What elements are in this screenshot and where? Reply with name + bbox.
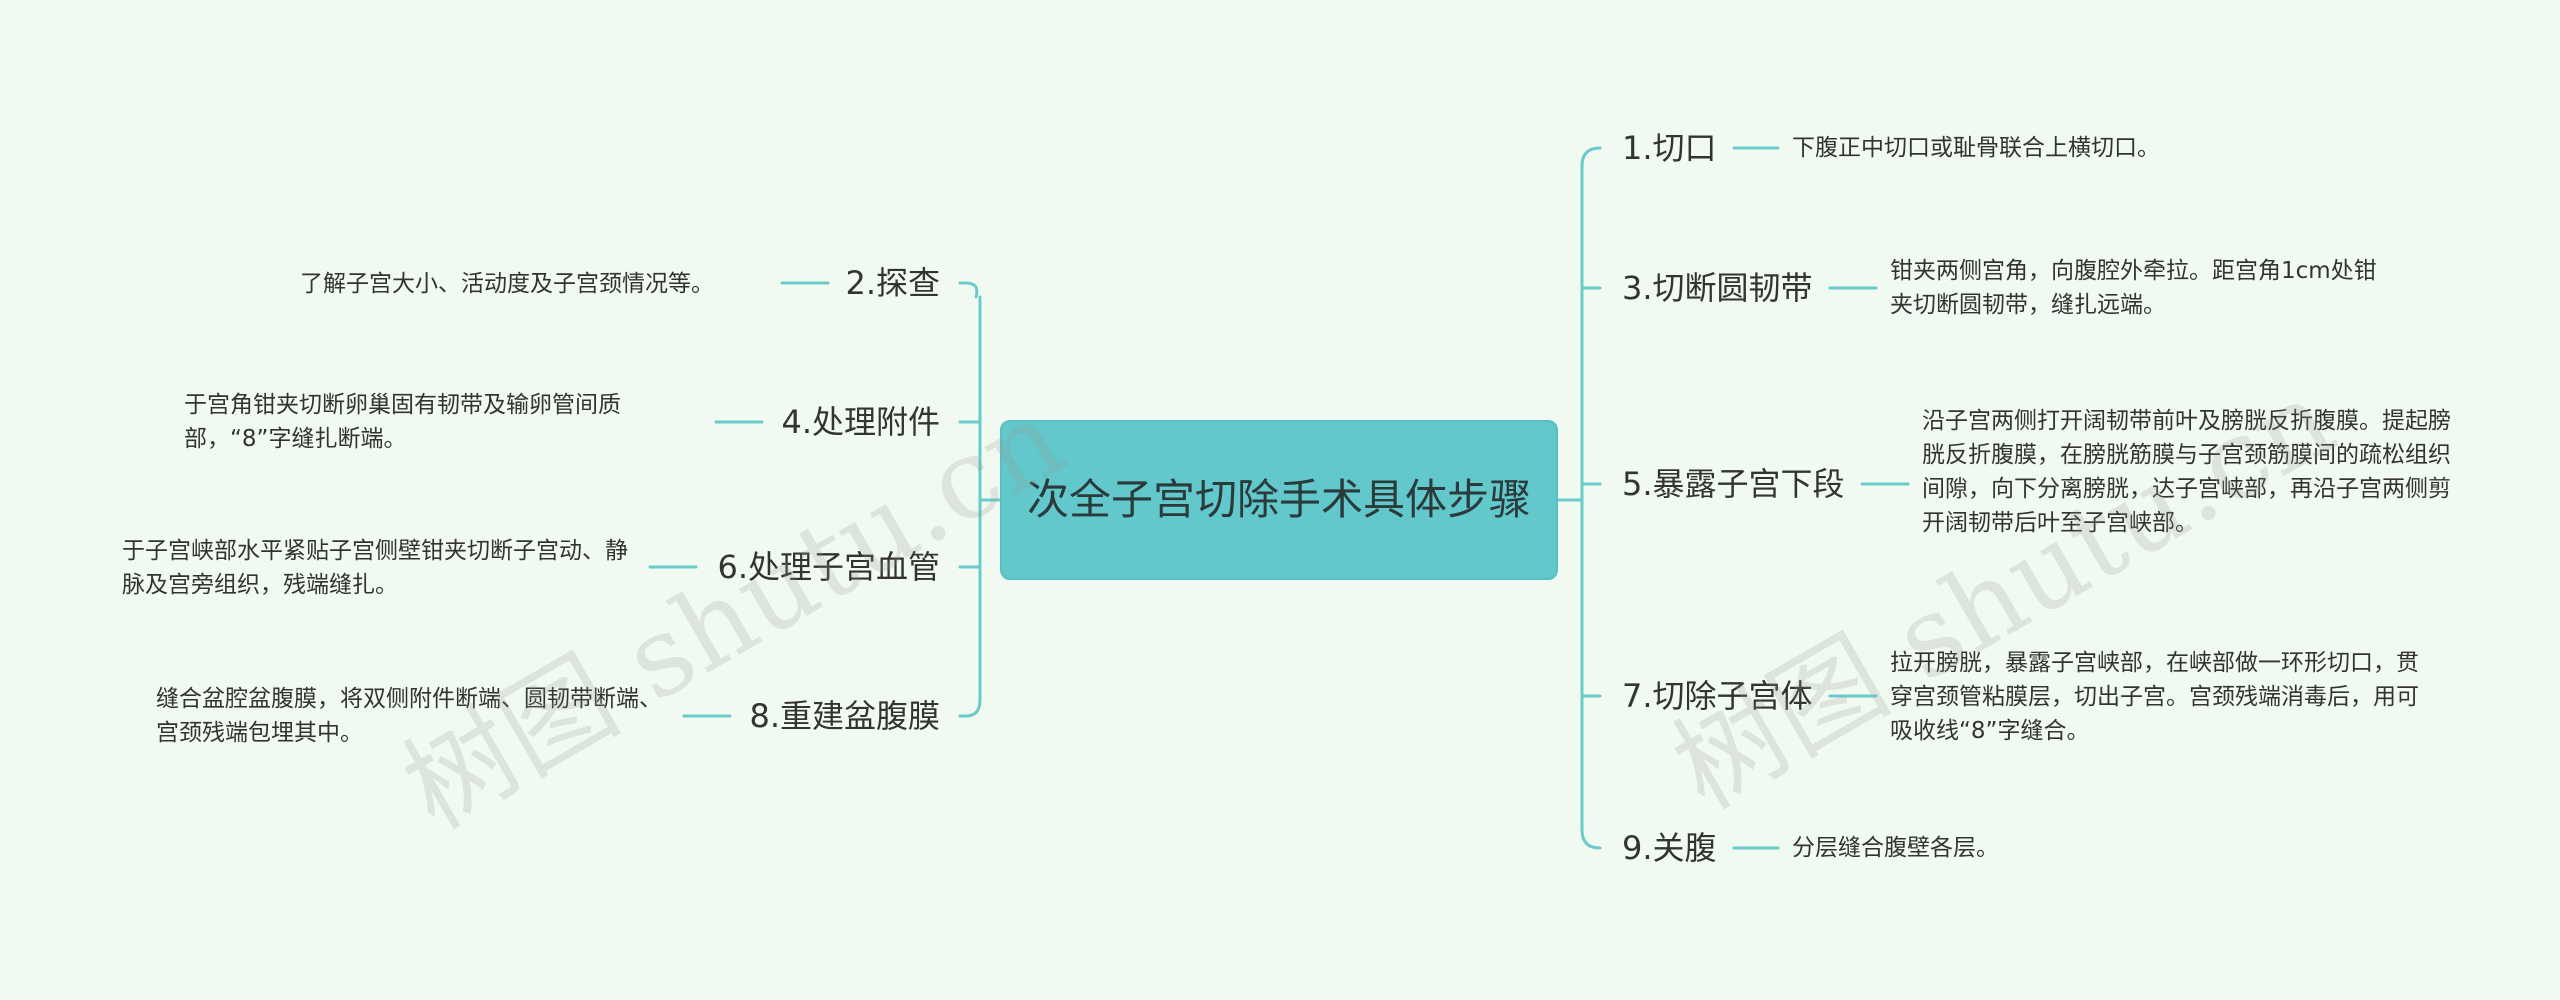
leaf-9-closure: 分层缝合腹壁各层。 — [1792, 831, 2352, 865]
leaf-5-lower-segment: 沿子宫两侧打开阔韧带前叶及膀胱反折腹膜。提起膀胱反折腹膜，在膀胱筋膜与子宫颈筋膜… — [1922, 404, 2452, 540]
branch-7-uterine-body[interactable]: 7.切除子宫体 — [1622, 676, 1813, 716]
central-topic-title: 次全子宫切除手术具体步骤 — [1026, 475, 1531, 524]
branch-5-lower-segment[interactable]: 5.暴露子宫下段 — [1622, 464, 1845, 504]
leaf-text: 分层缝合腹壁各层。 — [1792, 835, 1999, 861]
leaf-text: 拉开膀胱，暴露子宫峡部，在峡部做一环形切口，贯穿宫颈管粘膜层，切出子宫。宫颈残端… — [1890, 650, 2419, 744]
leaf-text: 缝合盆腔盆腹膜，将双侧附件断端、圆韧带断端、宫颈残端包埋其中。 — [156, 686, 662, 746]
leaf-text: 钳夹两侧宫角，向腹腔外牵拉。距宫角1cm处钳夹切断圆韧带，缝扎远端。 — [1890, 258, 2377, 318]
left-trunk-vertical — [958, 281, 982, 718]
leaf-8-peritoneum: 缝合盆腔盆腹膜，将双侧附件断端、圆韧带断端、宫颈残端包埋其中。 — [156, 682, 678, 750]
leaf-text: 沿子宫两侧打开阔韧带前叶及膀胱反折腹膜。提起膀胱反折腹膜，在膀胱筋膜与子宫颈筋膜… — [1922, 408, 2451, 536]
leaf-6-vessels: 于子宫峡部水平紧贴子宫侧壁钳夹切断子宫动、静脉及宫旁组织，残端缝扎。 — [122, 534, 644, 602]
branch-label: 8.重建盆腹膜 — [749, 697, 940, 735]
branch-label: 5.暴露子宫下段 — [1622, 465, 1845, 503]
leaf-1-incision: 下腹正中切口或耻骨联合上横切口。 — [1792, 131, 2352, 165]
branch-6-vessels[interactable]: 6.处理子宫血管 — [717, 547, 940, 587]
branch-1-incision[interactable]: 1.切口 — [1622, 128, 1717, 168]
branch-4-adnexa[interactable]: 4.处理附件 — [781, 402, 940, 442]
branch-label: 3.切断圆韧带 — [1622, 269, 1813, 307]
branch-label: 1.切口 — [1622, 129, 1717, 167]
branch-9-closure[interactable]: 9.关腹 — [1622, 828, 1717, 868]
leaf-2-probe: 了解子宫大小、活动度及子宫颈情况等。 — [300, 267, 770, 301]
branch-2-probe[interactable]: 2.探查 — [845, 263, 940, 303]
branch-label: 9.关腹 — [1622, 829, 1717, 867]
branch-label: 2.探查 — [845, 264, 940, 302]
leaf-text: 于子宫峡部水平紧贴子宫侧壁钳夹切断子宫动、静脉及宫旁组织，残端缝扎。 — [122, 538, 628, 598]
leaf-7-uterine-body: 拉开膀胱，暴露子宫峡部，在峡部做一环形切口，贯穿宫颈管粘膜层，切出子宫。宫颈残端… — [1890, 646, 2420, 748]
branch-label: 6.处理子宫血管 — [717, 548, 940, 586]
leaf-4-adnexa: 于宫角钳夹切断卵巢固有韧带及输卵管间质部，“8”字缝扎断端。 — [184, 388, 706, 456]
leaf-text: 于宫角钳夹切断卵巢固有韧带及输卵管间质部，“8”字缝扎断端。 — [184, 392, 621, 452]
branch-label: 7.切除子宫体 — [1622, 677, 1813, 715]
leaf-text: 了解子宫大小、活动度及子宫颈情况等。 — [300, 271, 714, 297]
leaf-3-round-ligament: 钳夹两侧宫角，向腹腔外牵拉。距宫角1cm处钳夹切断圆韧带，缝扎远端。 — [1890, 254, 2390, 322]
branch-3-round-ligament[interactable]: 3.切断圆韧带 — [1622, 268, 1813, 308]
branch-label: 4.处理附件 — [781, 403, 940, 441]
leaf-text: 下腹正中切口或耻骨联合上横切口。 — [1792, 135, 2160, 161]
branch-8-peritoneum[interactable]: 8.重建盆腹膜 — [749, 696, 940, 736]
central-topic[interactable]: 次全子宫切除手术具体步骤 — [1000, 420, 1558, 580]
right-trunk-vertical — [1580, 146, 1602, 850]
